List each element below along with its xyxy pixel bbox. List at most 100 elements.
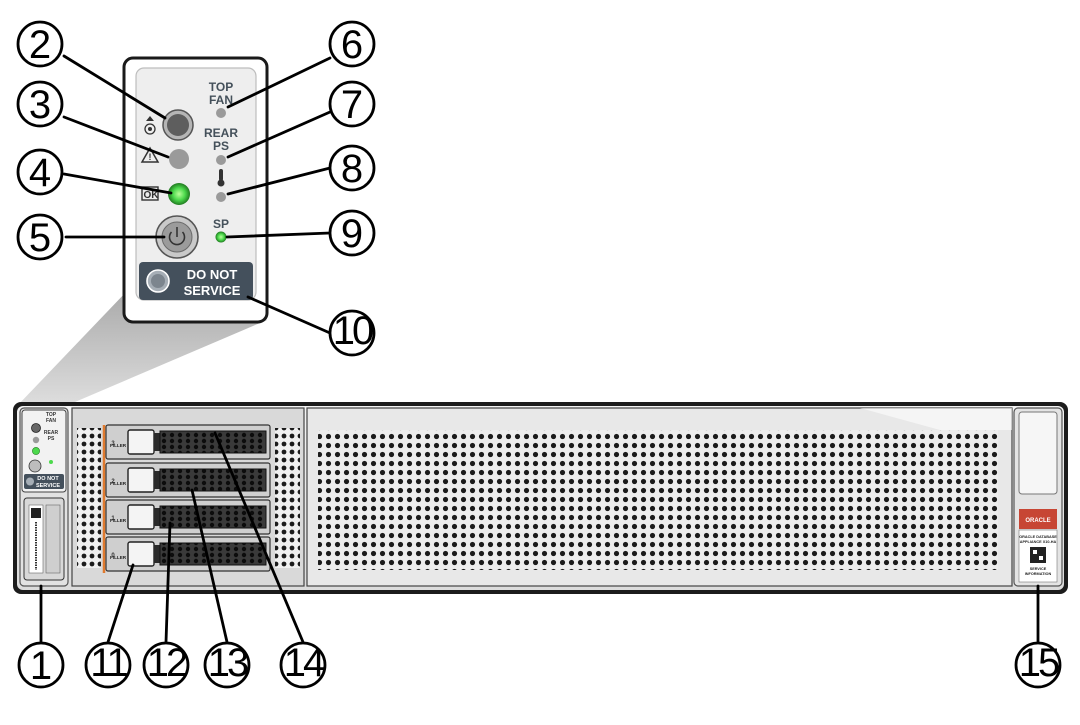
do-not-service-line1: DO NOT <box>187 267 238 282</box>
callout-12: 12 <box>142 641 190 689</box>
left-vent <box>77 428 101 568</box>
mini-operator-panel: TOP FAN REAR PS DO NOT SERVICE <box>21 409 67 493</box>
top-fan-label-line2: FAN <box>209 93 233 107</box>
mini-rear-ps-line1: REAR <box>44 430 59 436</box>
callout-circle <box>279 641 327 689</box>
filler-label: FILLER <box>110 555 127 560</box>
leader-lines <box>39 54 1040 644</box>
ok-symbol-text: OK <box>144 190 160 201</box>
appliance-label-line1: ORACLE DATABASE <box>1019 535 1057 539</box>
mini-top-fan-line2: FAN <box>46 418 56 424</box>
callout-number: 10 <box>333 309 373 353</box>
callout-5: 5 <box>16 213 64 261</box>
callout-circle <box>328 144 376 192</box>
callout-circle <box>17 641 65 689</box>
bay-number: 0 <box>111 553 115 559</box>
thermometer-icon <box>217 169 225 187</box>
drive-latch-hinge <box>154 545 160 563</box>
locator-button[interactable] <box>162 109 194 141</box>
drive-release-latch[interactable] <box>127 467 155 493</box>
mini-dns-indicator <box>26 477 34 486</box>
callout-number: 14 <box>284 641 325 685</box>
mini-service-led <box>32 436 40 444</box>
callout-number: 6 <box>341 23 363 67</box>
callout-circle <box>16 80 64 128</box>
callout-circle <box>1014 641 1062 689</box>
callout-circle <box>142 641 190 689</box>
top-fan-led <box>216 108 226 118</box>
callout-circle <box>16 213 64 261</box>
drive-release-latch[interactable] <box>127 541 155 567</box>
rear-ps-label-line2: PS <box>213 139 229 153</box>
callout-10: 10 <box>328 309 376 357</box>
bay-number: 2 <box>111 479 115 485</box>
mini-do-not-service <box>24 474 64 489</box>
appliance-label-line2: APPLIANCE X10-HA <box>1020 540 1057 544</box>
drive-release-latch[interactable] <box>127 429 155 455</box>
mini-dns-line1: DO NOT <box>37 476 59 482</box>
serial-qr-code <box>31 508 41 518</box>
drive-filler-grille <box>159 505 267 529</box>
callout-8: 8 <box>328 144 376 192</box>
filler-label: FILLER <box>110 443 127 448</box>
oracle-brand-text: ORACLE <box>1025 518 1050 524</box>
oracle-brand-badge <box>1019 509 1057 529</box>
callout-circle <box>16 148 64 196</box>
rear-ps-led <box>216 155 226 165</box>
warning-icon: ! <box>140 146 160 163</box>
sp-led <box>215 231 227 243</box>
callout-number: 7 <box>341 83 363 127</box>
service-info-line1: SERVICE <box>1030 567 1047 571</box>
callout-number: 15 <box>1019 641 1059 685</box>
callout-4: 4 <box>16 148 64 196</box>
overtemp-led <box>216 192 226 202</box>
drive-release-latch[interactable] <box>127 504 155 530</box>
callout-number: 1 <box>30 644 52 688</box>
ok-icon: OK <box>141 186 160 201</box>
filler-label: FILLER <box>110 481 127 486</box>
mini-top-fan-line1: TOP <box>46 412 57 418</box>
right-vent-small <box>275 428 300 568</box>
callout-9: 9 <box>328 209 376 257</box>
drive-latch-hinge <box>154 508 160 526</box>
callout-number: 2 <box>29 23 51 67</box>
mini-rear-ps-line2: PS <box>48 436 55 442</box>
callout-1: 1 <box>17 641 65 689</box>
vent-highlight <box>860 408 1012 430</box>
callout-11: 11 <box>84 641 132 689</box>
callout-circle <box>16 20 64 68</box>
callout-circle <box>84 641 132 689</box>
svg-text:!: ! <box>149 152 152 162</box>
main-vent <box>318 430 998 570</box>
mini-locator-button <box>31 423 41 433</box>
callout-number: 12 <box>147 641 187 685</box>
top-fan-label-line1: TOP <box>209 80 233 94</box>
callout-3: 3 <box>16 80 64 128</box>
right-ear: ORACLE ORACLE DATABASE APPLIANCE X10-HA … <box>1013 407 1063 587</box>
drive-latch-hinge <box>154 433 160 451</box>
callout-13: 13 <box>203 641 251 689</box>
callout-circle <box>203 641 251 689</box>
callout-6: 6 <box>328 20 376 68</box>
callout-15: 15 <box>1014 641 1062 689</box>
callout-circle <box>328 209 376 257</box>
power-icon <box>168 227 186 246</box>
bay-number: 3 <box>111 441 115 447</box>
enlarged-operator-panel: ! OK TOP FAN REAR PS SP <box>122 56 269 324</box>
callout-number: 9 <box>341 212 363 256</box>
mini-dns-line2: SERVICE <box>36 483 60 489</box>
drive-latch-hinge <box>154 471 160 489</box>
callout-circle <box>328 80 376 128</box>
callout-circle <box>328 309 376 357</box>
left-pull-tab <box>23 497 65 581</box>
drive-filler-grille <box>159 542 267 566</box>
callout-number: 8 <box>341 147 363 191</box>
callout-number: 5 <box>29 216 51 260</box>
callout-7: 7 <box>328 80 376 128</box>
